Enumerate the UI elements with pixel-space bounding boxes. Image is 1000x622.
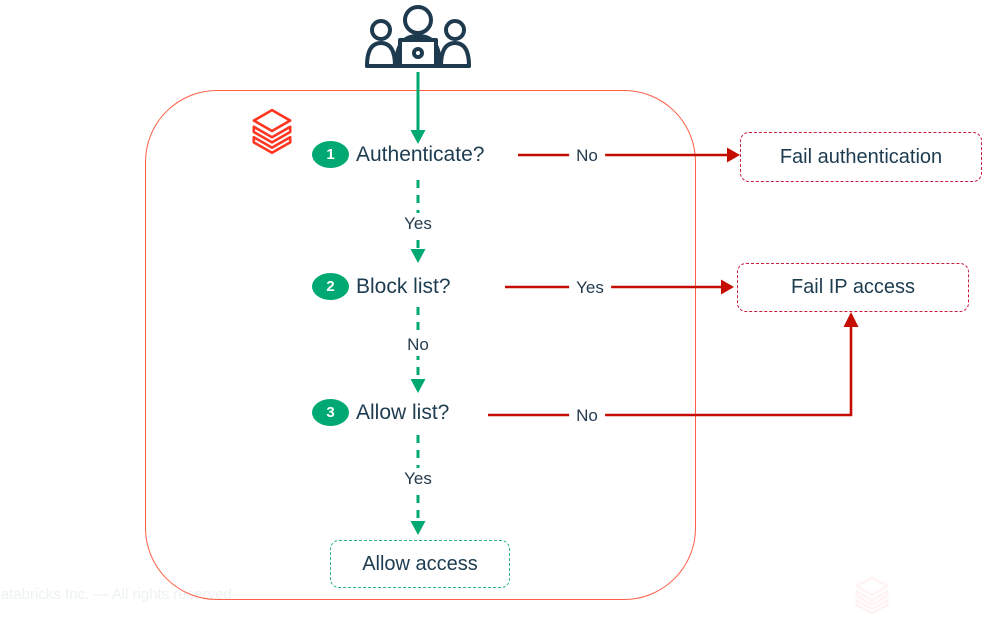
- block-no-label: No: [400, 334, 436, 356]
- copyright-watermark: Databricks Inc. — All rights reserved: [0, 586, 232, 603]
- step-1-label: Authenticate?: [356, 143, 485, 166]
- databricks-logo: [246, 106, 298, 163]
- step-1-badge: 1: [312, 141, 349, 168]
- block-yes-label: Yes: [569, 277, 611, 299]
- allow-yes-label: Yes: [397, 468, 439, 490]
- step-2-label: Block list?: [356, 275, 451, 298]
- step-3-label: Allow list?: [356, 401, 450, 424]
- fail-authentication-box: Fail authentication: [740, 132, 982, 182]
- databricks-logo-watermark: [850, 573, 894, 622]
- auth-no-label: No: [569, 145, 605, 167]
- step-2-badge: 2: [312, 273, 349, 300]
- fail-ip-access-box: Fail IP access: [737, 263, 969, 312]
- allow-no-label: No: [569, 405, 605, 427]
- step-3-badge: 3: [312, 399, 349, 426]
- allow-access-box: Allow access: [330, 540, 510, 588]
- auth-yes-label: Yes: [397, 213, 439, 235]
- users-at-laptop-icon: [360, 4, 476, 75]
